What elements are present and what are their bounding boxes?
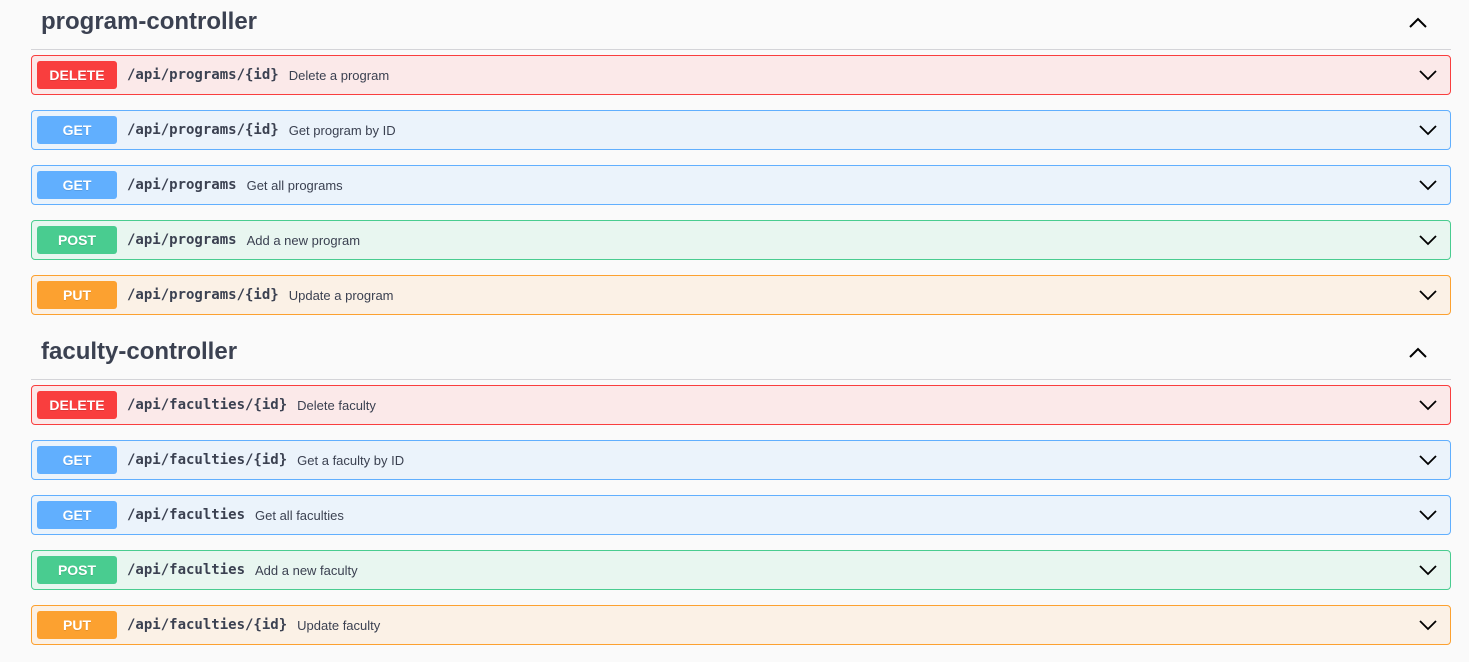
chevron-up-icon[interactable] <box>1407 342 1429 364</box>
method-badge: POST <box>37 556 117 584</box>
operation-path: /api/programs/{id} <box>127 122 279 138</box>
operation-summary: Delete a program <box>288 67 390 83</box>
chevron-down-icon[interactable] <box>1418 395 1438 415</box>
method-badge: DELETE <box>37 61 117 89</box>
chevron-down-icon[interactable] <box>1418 230 1438 250</box>
operation-path: /api/faculties/{id} <box>127 617 288 633</box>
method-badge: GET <box>37 501 117 529</box>
chevron-down-icon[interactable] <box>1418 560 1438 580</box>
chevron-down-icon[interactable] <box>1418 505 1438 525</box>
method-badge: DELETE <box>37 391 117 419</box>
operation-get-all-faculties[interactable]: GET /api/faculties Get all faculties <box>31 495 1451 535</box>
chevron-down-icon[interactable] <box>1418 120 1438 140</box>
operation-delete-faculty[interactable]: DELETE /api/faculties/{id} Delete facult… <box>31 385 1451 425</box>
operation-path: /api/faculties/{id} <box>127 397 288 413</box>
section-title: faculty-controller <box>41 338 238 365</box>
operation-path: /api/faculties/{id} <box>127 452 288 468</box>
method-badge: GET <box>37 446 117 474</box>
operation-path: /api/programs <box>127 232 237 248</box>
chevron-up-icon[interactable] <box>1407 12 1429 34</box>
operation-get-program-by-id[interactable]: GET /api/programs/{id} Get program by ID <box>31 110 1451 150</box>
method-badge: PUT <box>37 281 117 309</box>
operation-summary: Get all faculties <box>255 507 344 523</box>
operation-path: /api/faculties <box>127 507 246 523</box>
operation-delete-program[interactable]: DELETE /api/programs/{id} Delete a progr… <box>31 55 1451 95</box>
operation-path: /api/faculties <box>127 562 246 578</box>
operation-post-faculty[interactable]: POST /api/faculties Add a new faculty <box>31 550 1451 590</box>
operation-get-all-programs[interactable]: GET /api/programs Get all programs <box>31 165 1451 205</box>
operation-summary: Add a new program <box>246 232 361 248</box>
method-badge: GET <box>37 116 117 144</box>
tag-section-program-controller: program-controller DELETE /api/programs/… <box>0 0 1469 315</box>
method-badge: POST <box>37 226 117 254</box>
chevron-down-icon[interactable] <box>1418 285 1438 305</box>
method-badge: PUT <box>37 611 117 639</box>
operation-summary: Delete faculty <box>297 397 376 413</box>
operation-summary: Update faculty <box>297 617 381 633</box>
operation-get-faculty-by-id[interactable]: GET /api/faculties/{id} Get a faculty by… <box>31 440 1451 480</box>
section-title: program-controller <box>41 8 258 35</box>
chevron-down-icon[interactable] <box>1418 175 1438 195</box>
operation-post-program[interactable]: POST /api/programs Add a new program <box>31 220 1451 260</box>
operation-put-faculty[interactable]: PUT /api/faculties/{id} Update faculty <box>31 605 1451 645</box>
operation-path: /api/programs/{id} <box>127 287 279 303</box>
method-badge: GET <box>37 171 117 199</box>
operation-summary: Get a faculty by ID <box>297 452 405 468</box>
operation-summary: Get program by ID <box>288 122 396 138</box>
tag-section-faculty-controller: faculty-controller DELETE /api/faculties… <box>0 330 1469 645</box>
operation-summary: Get all programs <box>246 177 343 193</box>
tag-header-program-controller[interactable]: program-controller <box>31 0 1451 50</box>
tag-header-faculty-controller[interactable]: faculty-controller <box>31 330 1451 380</box>
operation-summary: Update a program <box>288 287 394 303</box>
operation-summary: Add a new faculty <box>255 562 358 578</box>
operation-path: /api/programs <box>127 177 237 193</box>
chevron-down-icon[interactable] <box>1418 450 1438 470</box>
chevron-down-icon[interactable] <box>1418 65 1438 85</box>
operation-put-program[interactable]: PUT /api/programs/{id} Update a program <box>31 275 1451 315</box>
chevron-down-icon[interactable] <box>1418 615 1438 635</box>
operation-path: /api/programs/{id} <box>127 67 279 83</box>
